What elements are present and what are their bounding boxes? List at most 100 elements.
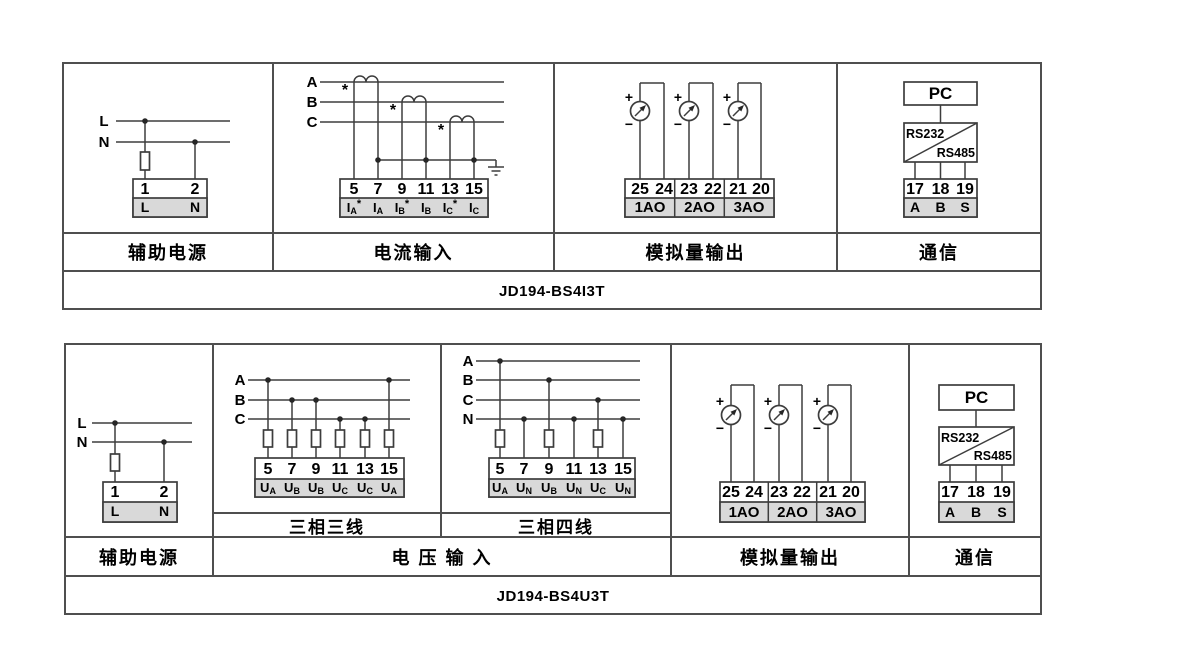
junction-dot	[423, 157, 429, 163]
analog-output-column: + − + − + − 25 24 23 22 21 2	[672, 345, 910, 575]
top-label-row: 辅助电源 电流输入 模拟量输出 通信	[64, 232, 1040, 270]
junction-dot	[265, 377, 271, 383]
terminal-block: 25 24 23 22 21 20 1AO 2AO 3AO	[624, 178, 775, 218]
terminal-number: 5	[350, 181, 359, 198]
bottom-upper-section: L N 1 2 L N 辅助电源	[66, 345, 1040, 575]
analog-output-diagram: + − + − + − 25 24 23 22 21 2	[716, 384, 866, 523]
junction-dot	[112, 420, 118, 426]
communication-diagram: PC RS232 RS485 17 18 19 A	[938, 384, 1015, 523]
terminal-number: 15	[465, 181, 483, 198]
top-diagram-row: L N 1 2 L N	[64, 64, 1040, 232]
phase-line-label: N	[99, 134, 110, 151]
phase-line-label: L	[77, 415, 86, 432]
communication-cell: PC RS232 RS485 17 18 19 A	[910, 345, 1040, 536]
fuse-icons	[262, 429, 395, 448]
pc-box: PC	[903, 81, 978, 106]
terminal-number: 19	[993, 484, 1011, 501]
column-label-comm: 通信	[910, 536, 1040, 575]
phase-line-label: C	[463, 392, 474, 409]
phase-line-label: B	[463, 372, 474, 389]
plus-sign: +	[716, 393, 724, 409]
wiring-table-bottom: L N 1 2 L N 辅助电源	[64, 343, 1042, 615]
polarity-star: *	[342, 82, 349, 99]
comm-wiring-lines	[949, 410, 1003, 482]
terminal-number: 13	[441, 181, 459, 198]
terminal-number: 1	[141, 181, 150, 198]
voltage-wiring-lines	[476, 360, 640, 458]
terminal-number: 23	[770, 484, 788, 501]
terminal-number: 25	[631, 181, 649, 198]
voltage-3p3w-cell: A B C	[214, 345, 442, 512]
junction-dot	[546, 377, 552, 383]
wiring-table-top: L N 1 2 L N	[62, 62, 1042, 310]
column-label-analog: 模拟量输出	[555, 234, 838, 270]
terminal-label: UB	[284, 480, 300, 496]
terminal-label: UC	[590, 480, 606, 496]
junction-dot	[521, 416, 527, 422]
terminal-number: 24	[745, 484, 763, 501]
terminal-number: 2	[191, 181, 200, 198]
junction-dot	[362, 416, 368, 422]
analog-output-diagram: + − + − + − 25 24 23 22 21 20 1AO 2AO	[624, 82, 775, 218]
terminal-label: N	[190, 199, 200, 215]
terminal-number: 2	[160, 484, 169, 501]
column-label-current: 电流输入	[274, 234, 555, 270]
communication-diagram: PC RS232 RS485 17 18 19 A B S	[903, 81, 978, 218]
fuse-icon	[139, 151, 151, 171]
junction-dot	[337, 416, 343, 422]
current-input-diagram: A B C * * * 5 7 9 11 13 15 IA*	[307, 74, 504, 218]
terminal-number: 9	[398, 181, 407, 198]
junction-dot	[192, 139, 198, 145]
terminal-number: 17	[906, 181, 924, 198]
analog-output-cell: + − + − + − 25 24 23 22 21 20 1AO 2AO	[555, 64, 838, 232]
terminal-label: UB	[308, 480, 324, 496]
analog-group-label: 2AO	[777, 504, 808, 521]
rs232-label: RS232	[906, 127, 944, 141]
minus-sign: −	[764, 420, 772, 436]
junction-dot	[161, 439, 167, 445]
meter-icon	[720, 404, 839, 426]
junction-dot	[471, 157, 477, 163]
terminal-number: 11	[332, 461, 349, 478]
terminal-number: 9	[545, 461, 554, 478]
terminal-number: 23	[680, 181, 698, 198]
terminal-number: 25	[722, 484, 740, 501]
terminal-label: IB	[421, 200, 432, 216]
terminal-block: 1 2 L N	[132, 178, 208, 218]
column-label-voltage: 电 压 输 入	[214, 536, 670, 575]
junction-dot	[289, 397, 295, 403]
voltage-3p4w-diagram: A B C N	[463, 353, 640, 498]
plus-sign: +	[813, 393, 821, 409]
terminal-number: 1	[111, 484, 120, 501]
model-label: JD194-BS4I3T	[64, 270, 1040, 310]
minus-sign: −	[716, 420, 724, 436]
pc-label: PC	[965, 388, 989, 407]
terminal-number: 13	[356, 461, 374, 478]
terminal-number: 7	[374, 181, 383, 198]
rs232-label: RS232	[941, 431, 979, 445]
plus-sign: +	[674, 89, 682, 105]
terminal-label: IC	[469, 200, 480, 216]
terminal-label: UN	[615, 480, 631, 496]
terminal-label: L	[111, 503, 120, 519]
terminal-number: 21	[729, 181, 747, 198]
terminal-label: A	[945, 504, 955, 520]
terminal-label: UN	[566, 480, 582, 496]
junction-dot	[313, 397, 319, 403]
minus-sign: −	[723, 116, 731, 132]
terminal-label: UC	[332, 480, 348, 496]
aux-power-diagram: L N 1 2 L N	[77, 415, 192, 523]
phase-line-label: N	[77, 434, 88, 451]
terminal-number: 5	[496, 461, 505, 478]
voltage-sublabel-row: 三相三线 三相四线	[214, 512, 670, 536]
terminal-label: IC*	[443, 198, 458, 216]
terminal-label: IA	[373, 200, 384, 216]
rs485-label: RS485	[974, 449, 1012, 463]
model-label: JD194-BS4U3T	[66, 575, 1040, 615]
ground-icon	[488, 160, 504, 176]
phase-line-label: C	[235, 411, 246, 428]
voltage-3p4w-cell: A B C N	[442, 345, 670, 512]
polarity-star: *	[390, 102, 397, 119]
fuse-icon	[109, 453, 121, 472]
terminal-block: 5 7 9 11 13 15 IA* IA IB* IB IC* IC	[339, 178, 489, 218]
